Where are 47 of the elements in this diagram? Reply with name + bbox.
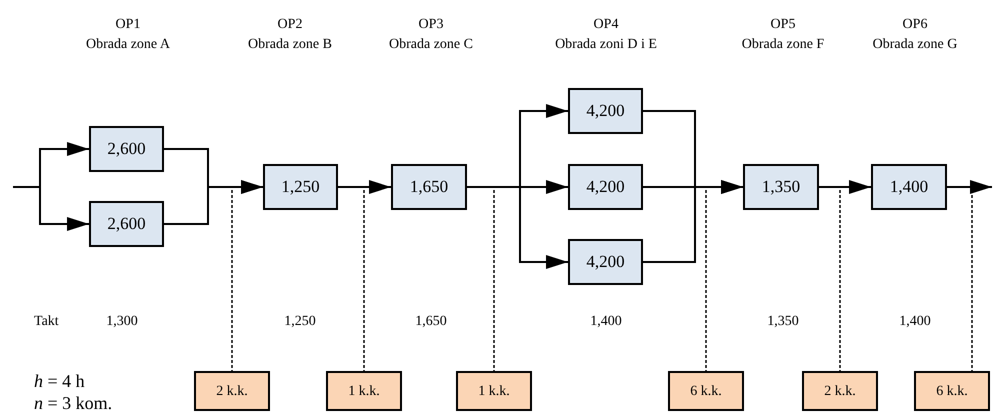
operation-header: Obrada zone C: [389, 36, 473, 54]
dotted-connector: [705, 190, 707, 371]
operation-box: 2,600: [89, 126, 164, 172]
operation-header: OP4: [594, 16, 618, 34]
operation-header: Obrada zone F: [742, 36, 824, 54]
takt-value: 1,350: [767, 313, 799, 331]
buffer-box: 1 k.k.: [326, 371, 402, 411]
operation-box: 4,200: [568, 88, 643, 134]
takt-value: 1,400: [590, 313, 622, 331]
takt-value: 1,400: [899, 313, 931, 331]
arrow: [13, 186, 89, 231]
buffer-box: 6 k.k.: [668, 371, 744, 411]
operation-header: OP1: [116, 16, 140, 34]
parameter-text: h = 4 h: [34, 370, 85, 393]
arrow: [947, 180, 992, 194]
operation-box: 1,400: [871, 164, 947, 210]
dotted-connector: [493, 190, 495, 371]
takt-value: Takt: [34, 313, 59, 331]
operation-header: OP3: [418, 16, 444, 34]
dotted-connector: [839, 190, 841, 371]
operation-header: OP5: [770, 16, 796, 34]
dotted-connector: [231, 190, 233, 371]
takt-value: 1,300: [106, 313, 138, 331]
dotted-connector: [363, 190, 365, 371]
operation-header: Obrada zoni D i E: [555, 36, 657, 54]
operation-box: 4,200: [568, 239, 643, 285]
operation-box: 2,600: [89, 201, 164, 247]
takt-value: 1,650: [415, 313, 447, 331]
takt-value: 1,250: [284, 313, 316, 331]
operation-header: Obrada zone A: [86, 36, 170, 54]
operation-box: 4,200: [568, 164, 643, 210]
operation-header: OP6: [902, 16, 928, 34]
operation-box: 1,650: [391, 164, 467, 210]
arrow: [818, 180, 871, 194]
operation-header: OP2: [278, 16, 302, 34]
operation-box: 1,250: [263, 164, 338, 210]
operation-header: Obrada zone B: [248, 36, 332, 54]
operation-box: 1,350: [743, 164, 819, 210]
buffer-box: 6 k.k.: [914, 371, 990, 411]
parameter-text: n = 3 kom.: [34, 392, 112, 415]
operation-header: Obrada zone G: [872, 36, 958, 54]
arrow: [643, 180, 743, 263]
arrow: [337, 180, 391, 194]
arrow: [164, 180, 263, 225]
buffer-box: 2 k.k.: [802, 371, 878, 411]
buffer-box: 2 k.k.: [194, 371, 270, 411]
buffer-box: 1 k.k.: [456, 371, 532, 411]
